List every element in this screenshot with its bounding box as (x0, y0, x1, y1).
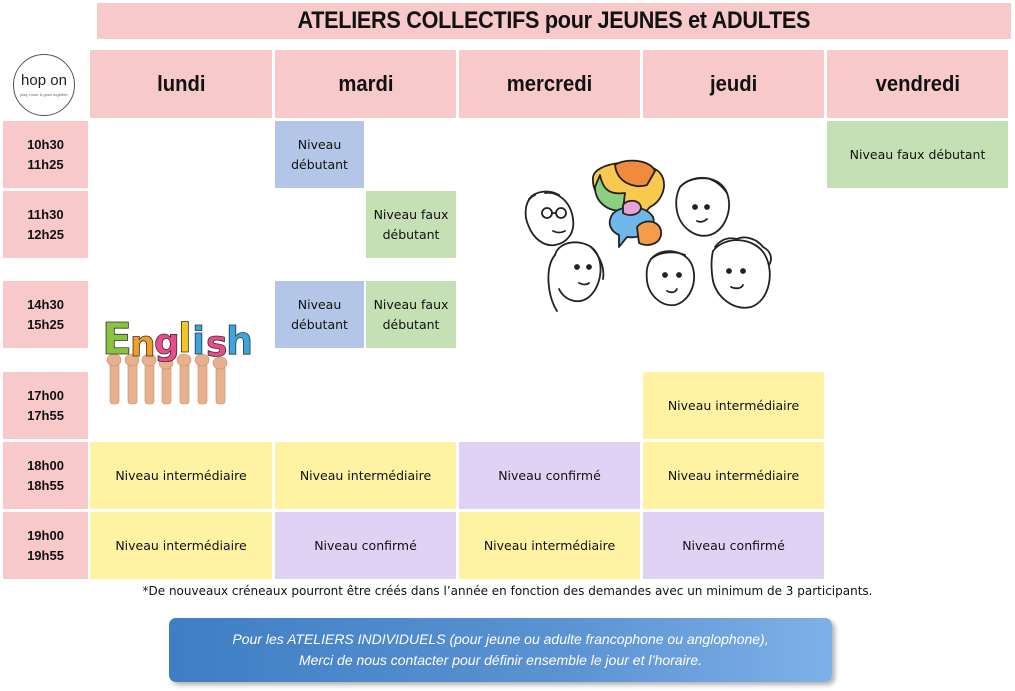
letter-n: n (130, 324, 156, 365)
session-lundi-1900: Niveau intermédiaire (90, 512, 272, 579)
day-header-mardi: mardi (275, 50, 456, 118)
session-jeudi-1900: Niveau confirmé (643, 512, 824, 579)
banner-line-1: Pour les ATELIERS INDIVIDUELS (pour jeun… (232, 631, 769, 647)
session-mardi-1430-faux-debutant: Niveau faux débutant (366, 281, 456, 348)
session-mercredi-1900: Niveau intermédiaire (459, 512, 640, 579)
day-header-vendredi: vendredi (827, 50, 1008, 118)
logo-tagline: play, more & grow together (20, 92, 68, 97)
day-header-mercredi: mercredi (459, 50, 640, 118)
banner-line-2: Merci de nous contacter pour définir ens… (298, 652, 703, 668)
letter-l: l (178, 316, 192, 362)
day-header-jeudi: jeudi (643, 50, 824, 118)
english-hands-image: E n g l i s h (102, 314, 253, 405)
session-mardi-1800: Niveau intermédiaire (275, 442, 456, 509)
logo-text: hop on (21, 72, 67, 89)
session-vendredi-1030: Niveau faux débutant (827, 121, 1008, 188)
session-mardi-1030: Niveau débutant (275, 121, 364, 188)
letter-i: i (192, 319, 205, 363)
letter-s: s (206, 324, 227, 365)
letter-h: h (226, 319, 253, 363)
letter-g: g (154, 322, 180, 363)
hop-on-logo: hop on play, more & grow together (13, 54, 75, 116)
session-jeudi-1700: Niveau intermédiaire (643, 372, 824, 439)
letter-e: E (102, 314, 132, 365)
individual-workshops-banner: Pour les ATELIERS INDIVIDUELS (pour jeun… (169, 618, 832, 682)
session-mardi-1430-debutant: Niveau débutant (275, 281, 364, 348)
page-title: ATELIERS COLLECTIFS pour JEUNES et ADULT… (97, 3, 1011, 39)
session-jeudi-1800: Niveau intermédiaire (643, 442, 824, 509)
session-mardi-1130: Niveau faux débutant (366, 191, 456, 258)
people-talking-image (524, 159, 772, 312)
day-header-lundi: lundi (90, 50, 272, 118)
footnote: *De nouveaux créneaux pourront être créé… (142, 584, 873, 598)
session-lundi-1800: Niveau intermédiaire (90, 442, 272, 509)
session-mardi-1900: Niveau confirmé (275, 512, 456, 579)
session-mercredi-1800: Niveau confirmé (459, 442, 640, 509)
